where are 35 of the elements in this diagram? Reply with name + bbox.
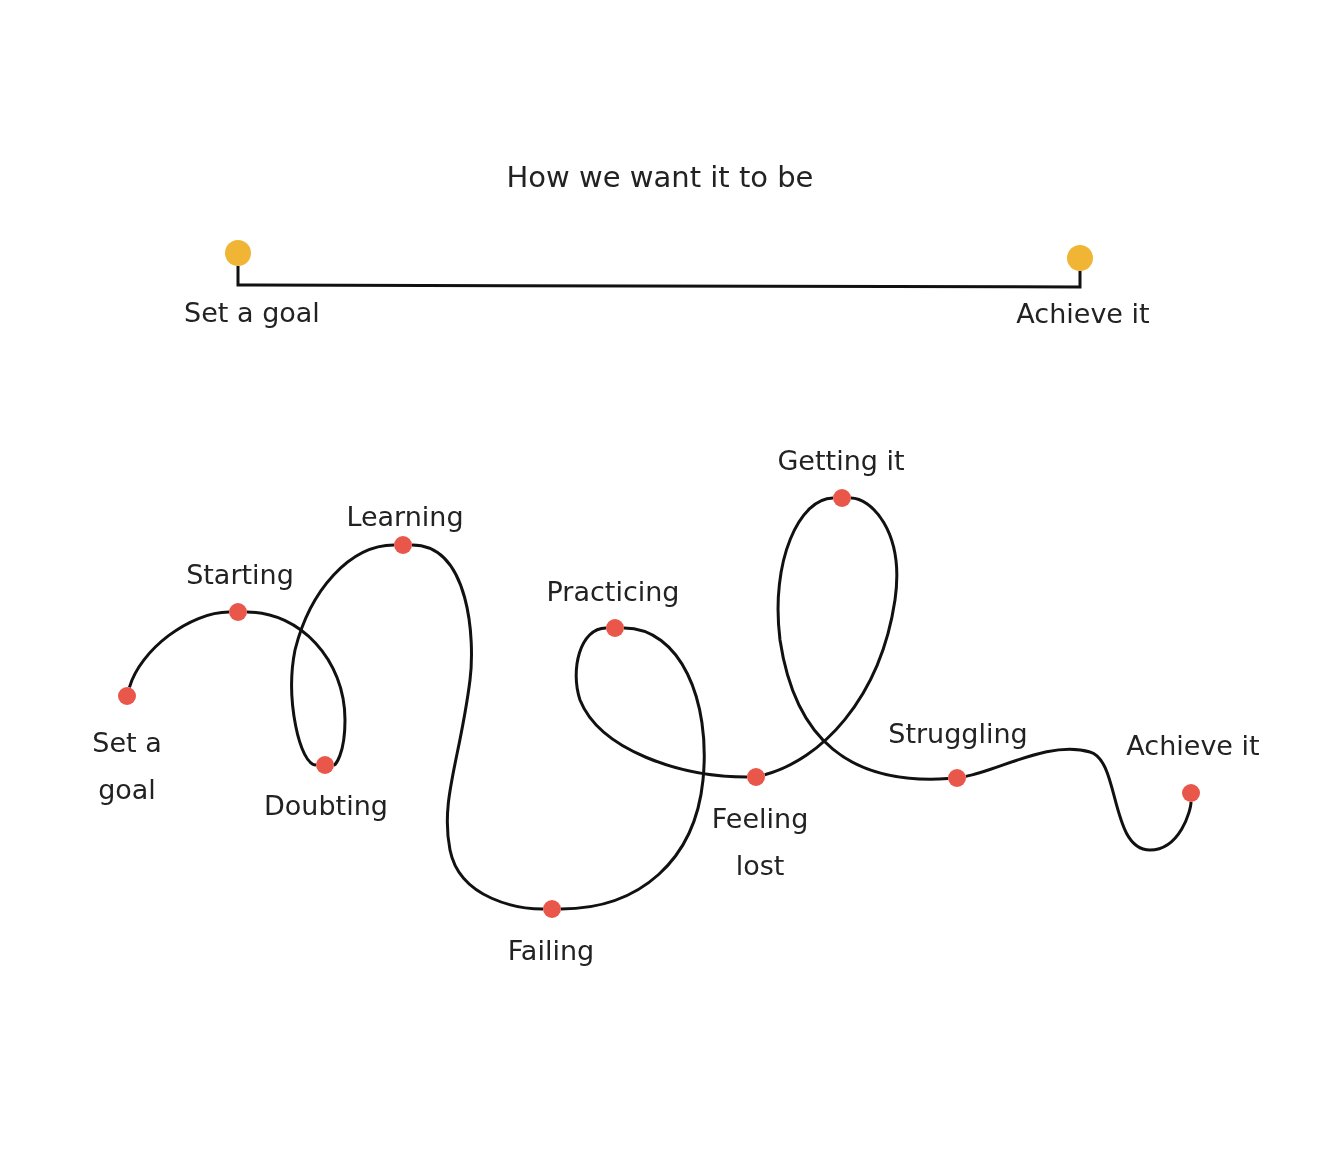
milestone-dot xyxy=(118,687,136,705)
curve-line xyxy=(290,543,395,767)
pin-marker xyxy=(225,240,251,266)
curve-line xyxy=(246,610,347,767)
curve-line xyxy=(965,747,1193,852)
milestone-label: Doubting xyxy=(263,789,389,824)
milestone-dot xyxy=(1182,784,1200,802)
milestone-label: Getting it xyxy=(776,444,906,479)
milestone-label: Feeling lost xyxy=(710,801,810,883)
curve-line xyxy=(411,543,544,911)
curve-line xyxy=(764,496,899,777)
milestone-label: Learning xyxy=(345,500,465,535)
milestone-dot xyxy=(394,536,412,554)
milestone-dot xyxy=(948,769,966,787)
milestone-label: Practicing xyxy=(545,575,681,610)
curve-line xyxy=(236,266,1082,289)
milestone-dot xyxy=(747,768,765,786)
milestone-label: Starting xyxy=(185,558,295,593)
milestone-label: Failing xyxy=(506,934,596,969)
pin-marker xyxy=(1067,245,1093,271)
milestone-dot xyxy=(606,619,624,637)
milestone-label: Set a goal xyxy=(91,725,163,807)
curve-line xyxy=(128,610,230,688)
diagram-title: How we want it to be xyxy=(505,160,815,194)
curve-line xyxy=(776,496,949,781)
milestone-dot xyxy=(543,900,561,918)
milestone-dot xyxy=(833,489,851,507)
milestone-label: Set a goal xyxy=(183,296,321,331)
milestone-dot xyxy=(316,756,334,774)
curve-line xyxy=(560,626,706,911)
curve-line xyxy=(574,626,748,779)
milestone-label: Achieve it xyxy=(1125,729,1261,764)
milestone-label: Struggling xyxy=(887,717,1029,752)
milestone-dot xyxy=(229,603,247,621)
milestone-label: Achieve it xyxy=(1015,297,1151,332)
